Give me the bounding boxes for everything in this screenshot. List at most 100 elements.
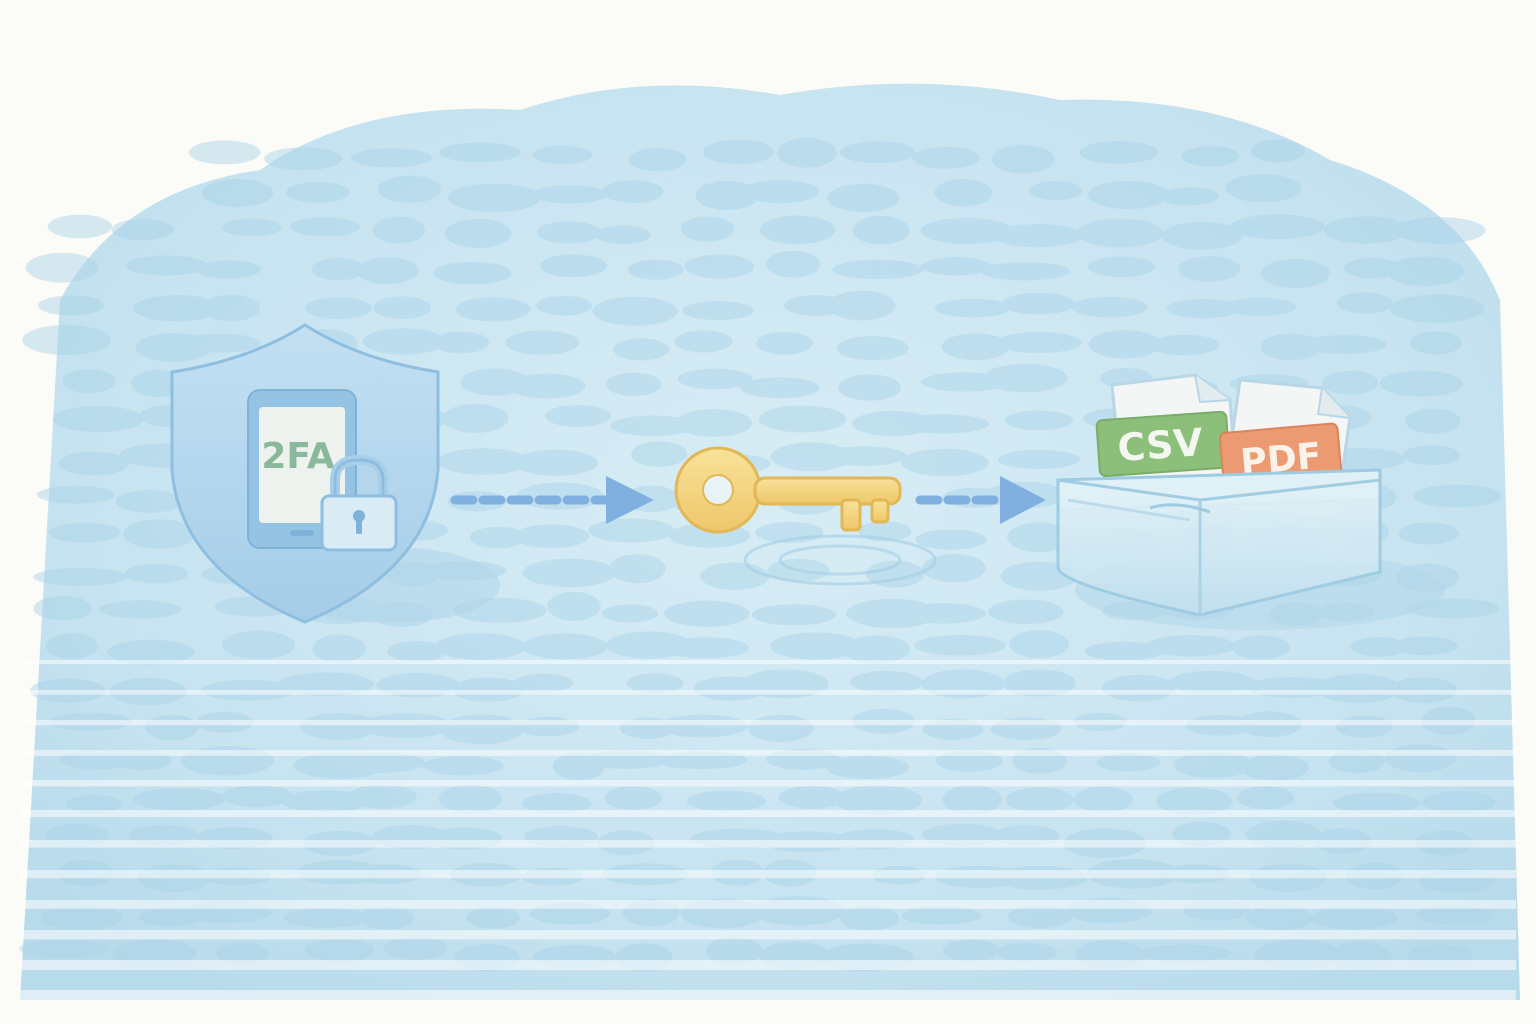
water-ripple xyxy=(1409,331,1462,355)
water-ripple xyxy=(52,406,144,432)
water-ripple xyxy=(588,518,675,543)
water-ripple xyxy=(1074,786,1133,813)
water-ripple xyxy=(920,217,1013,245)
key-icon xyxy=(674,446,902,534)
export-box-step: CSV PDF xyxy=(1056,373,1445,630)
water-ripple xyxy=(522,558,617,588)
water-ripple xyxy=(1260,333,1322,361)
water-ripple xyxy=(995,942,1058,962)
water-ripple xyxy=(1416,905,1494,925)
water-ripple xyxy=(433,261,512,285)
water-ripple xyxy=(455,297,531,322)
water-ripple xyxy=(1315,673,1402,703)
water-ripple xyxy=(439,714,525,745)
water-ripple xyxy=(99,600,182,619)
water-ripple xyxy=(188,140,261,165)
water-ripple xyxy=(348,784,417,809)
water-ripple xyxy=(356,257,419,284)
water-ripple xyxy=(988,599,1064,625)
water-stripe xyxy=(20,810,1516,817)
water-ripple xyxy=(610,415,696,437)
water-ripple xyxy=(631,441,688,467)
water-ripple xyxy=(286,182,350,203)
water-ripple xyxy=(1159,187,1219,206)
water-ripple xyxy=(834,785,922,815)
water-ripple xyxy=(1335,715,1393,738)
water-ripple xyxy=(1084,641,1163,661)
water-ripple xyxy=(846,598,939,629)
water-ripple xyxy=(784,294,847,316)
water-ripple xyxy=(107,639,195,665)
open-box-icon xyxy=(1056,468,1382,617)
water-ripple xyxy=(41,905,122,930)
water-ripple xyxy=(138,908,203,927)
water-ripple xyxy=(657,714,748,738)
water-ripple xyxy=(22,325,112,355)
water-ripple xyxy=(1344,257,1400,279)
water-ripple xyxy=(1231,635,1291,660)
water-ripple xyxy=(626,673,684,694)
water-ripple xyxy=(1223,297,1297,316)
water-ripple xyxy=(135,333,213,362)
water-ripple xyxy=(377,175,442,203)
water-ripple xyxy=(1007,522,1071,553)
water-ripple xyxy=(438,784,503,814)
water-ripple xyxy=(1336,292,1393,314)
water-ripple xyxy=(1230,214,1325,240)
water-ripple xyxy=(1333,792,1420,814)
water-ripple xyxy=(1237,786,1295,810)
water-ripple xyxy=(1087,256,1156,278)
key-step xyxy=(674,446,937,586)
water-ripple xyxy=(901,448,989,477)
water-ripple xyxy=(447,183,541,212)
water-ripple xyxy=(602,180,664,204)
water-ripple xyxy=(451,677,525,702)
water-ripple xyxy=(360,906,415,930)
water-ripple xyxy=(469,526,527,549)
water-ripple xyxy=(312,634,366,663)
water-ripple xyxy=(1394,217,1486,244)
water-ripple xyxy=(1301,335,1387,354)
water-ripple xyxy=(759,215,836,245)
water-ripple xyxy=(769,632,863,660)
water-ripple xyxy=(373,296,431,320)
water-ripple xyxy=(1008,905,1072,929)
water-ripple xyxy=(1156,787,1233,815)
water-ripple xyxy=(686,790,767,812)
water-ripple xyxy=(827,183,900,213)
water-ripple xyxy=(852,215,910,245)
water-ripple xyxy=(842,635,911,664)
water-ripple xyxy=(980,262,1070,281)
water-ripple xyxy=(1088,330,1161,359)
water-ripple xyxy=(201,179,274,207)
water-ripple xyxy=(505,330,580,355)
water-ripple xyxy=(264,147,343,171)
water-ripple xyxy=(628,148,687,172)
water-ripple xyxy=(839,905,899,931)
water-ripple xyxy=(912,146,980,169)
water-ripple xyxy=(740,377,820,399)
water-stripe xyxy=(20,780,1516,787)
water-stripe xyxy=(20,990,1516,1001)
water-ripple xyxy=(202,294,260,322)
water-ripple xyxy=(751,604,837,626)
water-ripple xyxy=(703,139,774,165)
water-ripple xyxy=(998,449,1080,469)
water-ripple xyxy=(1385,744,1457,772)
water-ripple xyxy=(1181,146,1240,167)
water-ripple xyxy=(1173,751,1254,778)
water-ripple xyxy=(359,713,453,738)
water-ripple xyxy=(700,562,770,590)
water-ripple xyxy=(383,936,448,960)
water-ripple xyxy=(513,524,590,549)
water-ripple xyxy=(592,296,678,326)
water-ripple xyxy=(337,752,426,773)
key-ripple xyxy=(743,534,937,586)
water-ripple xyxy=(37,295,105,316)
water-ripple xyxy=(942,784,1002,815)
water-ripple xyxy=(1029,180,1083,201)
water-ripple xyxy=(613,338,670,361)
water-ripple xyxy=(145,714,199,741)
water-ripple xyxy=(444,218,512,248)
water-ripple xyxy=(777,137,837,168)
